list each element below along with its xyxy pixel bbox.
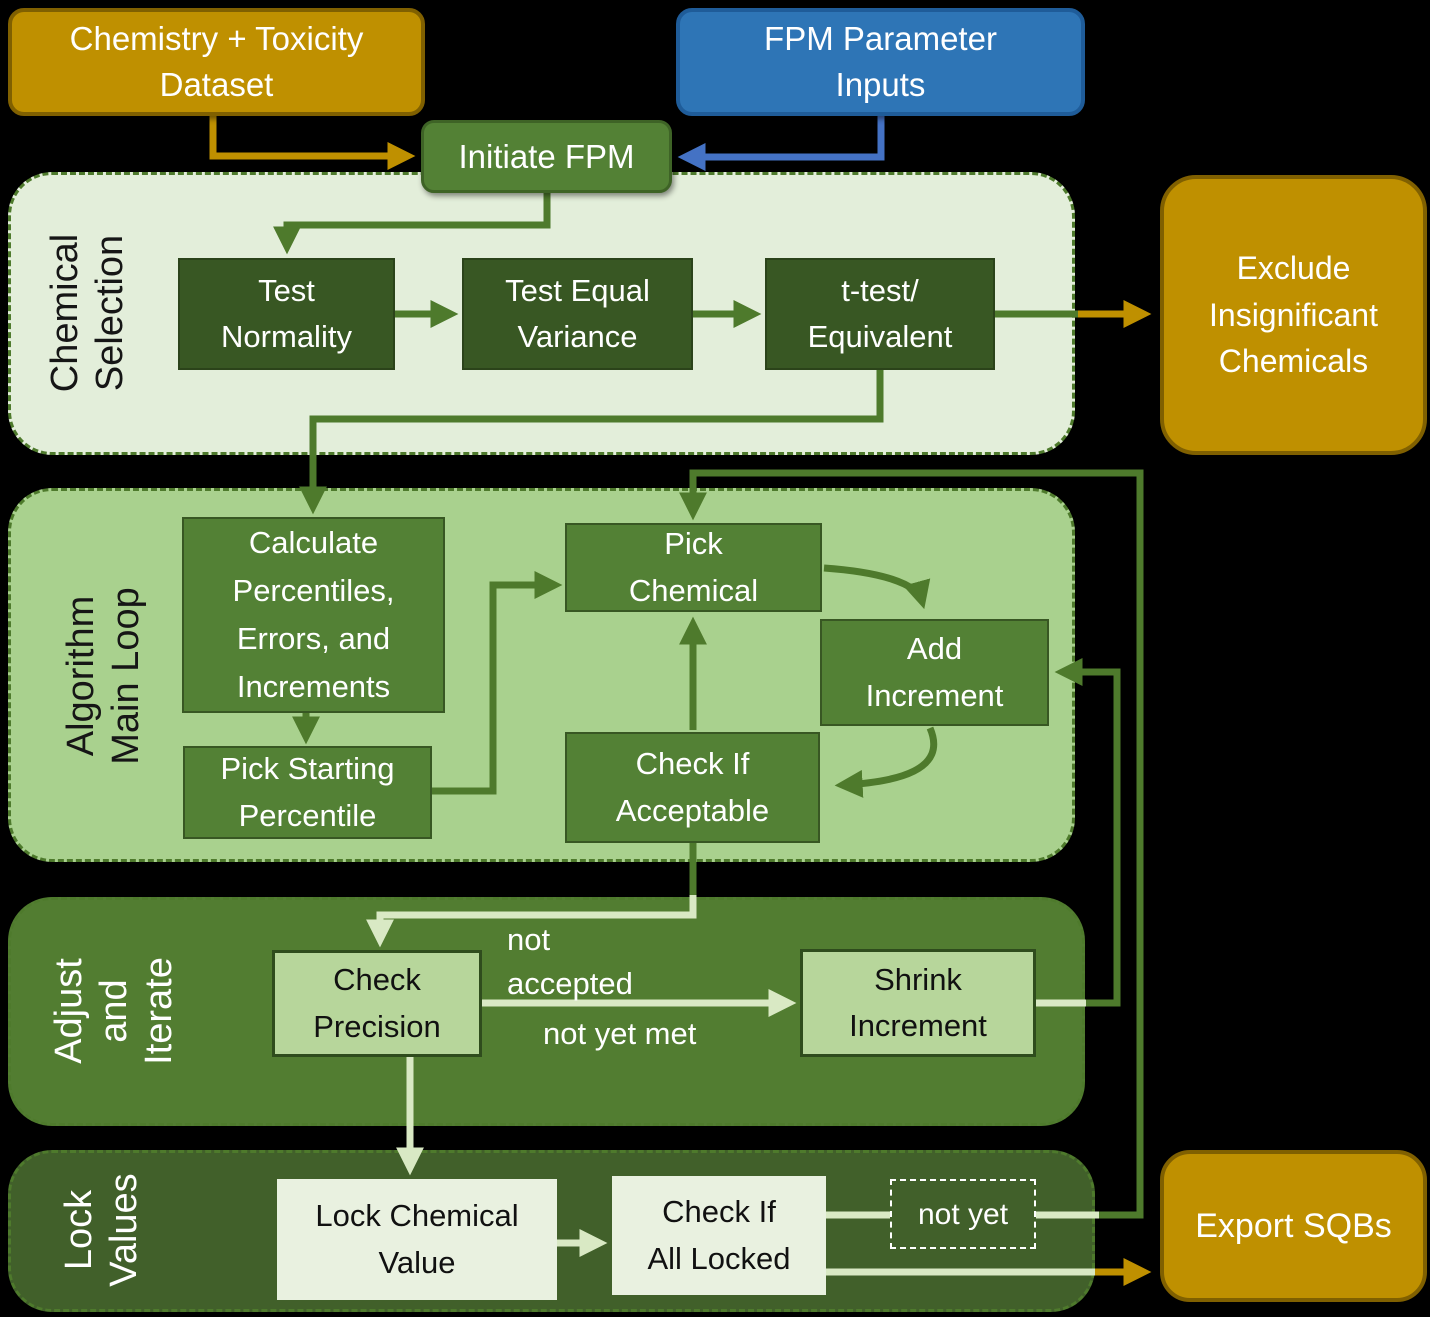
edge-chemistry-to-initiate [209, 116, 416, 170]
node-test-equal-variance: Test Equal Variance [462, 258, 693, 370]
node-pick-chemical: Pick Chemical [565, 523, 822, 612]
edge-shrink-feedback-to-addincrement [1054, 658, 1121, 1007]
node-check-precision: Check Precision [272, 950, 482, 1057]
node-not-yet: not yet [890, 1179, 1036, 1249]
edge-initiate-to-testnormality [273, 193, 551, 255]
node-fpm-parameter-inputs: FPM Parameter Inputs [676, 8, 1085, 116]
node-check-if-acceptable: Check If Acceptable [565, 732, 820, 843]
node-initiate-fpm: Initiate FPM [421, 120, 672, 193]
node-chemistry-toxicity-dataset: Chemistry + Toxicity Dataset [8, 8, 425, 116]
node-calculate-percentiles-errors-increments: Calculate Percentiles, Errors, and Incre… [182, 517, 445, 713]
edge-pickstarting-to-pickchemical [432, 571, 563, 795]
edge-fpm-inputs-to-initiate [677, 116, 885, 171]
node-check-if-all-locked: Check If All Locked [612, 1176, 826, 1295]
edge-label-not-yet-met: not yet met [543, 1016, 697, 1051]
edge-notyet-feedback-to-pickchemical [679, 469, 1144, 1219]
node-pick-starting-percentile: Pick Starting Percentile [183, 746, 432, 839]
edge-addincrement-to-checkacceptable-curve [834, 726, 938, 798]
edge-label-not-accepted: not accepted [507, 922, 633, 1002]
edge-checkacceptable-to-checkprecision [366, 895, 697, 948]
node-export-sqbs: Export SQBs [1160, 1150, 1427, 1302]
node-t-test-equivalent: t-test/ Equivalent [765, 258, 995, 370]
edge-pickchemical-to-addincrement-curve [823, 564, 931, 610]
node-test-normality: Test Normality [178, 258, 395, 370]
node-lock-chemical-value: Lock Chemical Value [277, 1179, 557, 1300]
node-shrink-increment: Shrink Increment [800, 949, 1036, 1057]
edge-ttest-to-calculate [299, 370, 884, 515]
node-exclude-insignificant-chemicals: Exclude Insignificant Chemicals [1160, 175, 1427, 455]
node-add-increment: Add Increment [820, 619, 1049, 726]
